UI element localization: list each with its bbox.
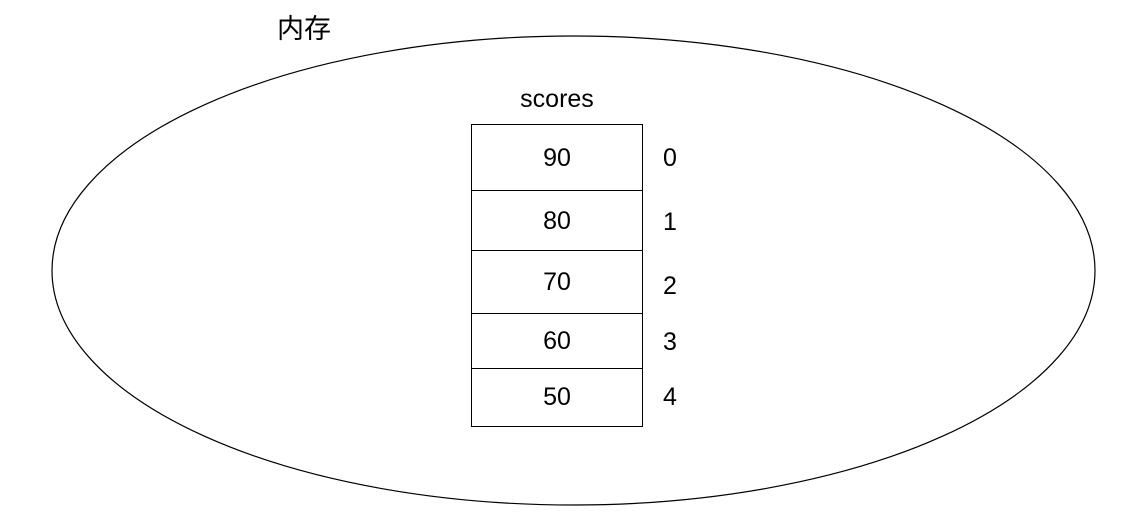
array-index-label: 2 [663, 272, 677, 300]
array-index-label: 0 [663, 144, 677, 172]
array-cell-value: 90 [543, 144, 571, 172]
memory-ellipse-shape [51, 35, 1096, 506]
array-cell: 50 [472, 369, 642, 426]
array-table: 90 80 70 60 50 [471, 124, 643, 427]
array-name-label: scores [520, 85, 594, 113]
array-index-label: 1 [663, 208, 677, 236]
memory-label: 内存 [277, 14, 331, 44]
array-cell-value: 70 [543, 268, 571, 296]
array-cell-value: 80 [543, 207, 571, 235]
array-cell-value: 60 [543, 327, 571, 355]
array-index-label: 4 [663, 383, 677, 411]
array-cell: 70 [472, 251, 642, 314]
array-cell: 60 [472, 314, 642, 369]
array-index-label: 3 [663, 328, 677, 356]
array-cell-value: 50 [543, 383, 571, 411]
array-cell: 90 [472, 125, 642, 191]
array-cell: 80 [472, 191, 642, 251]
